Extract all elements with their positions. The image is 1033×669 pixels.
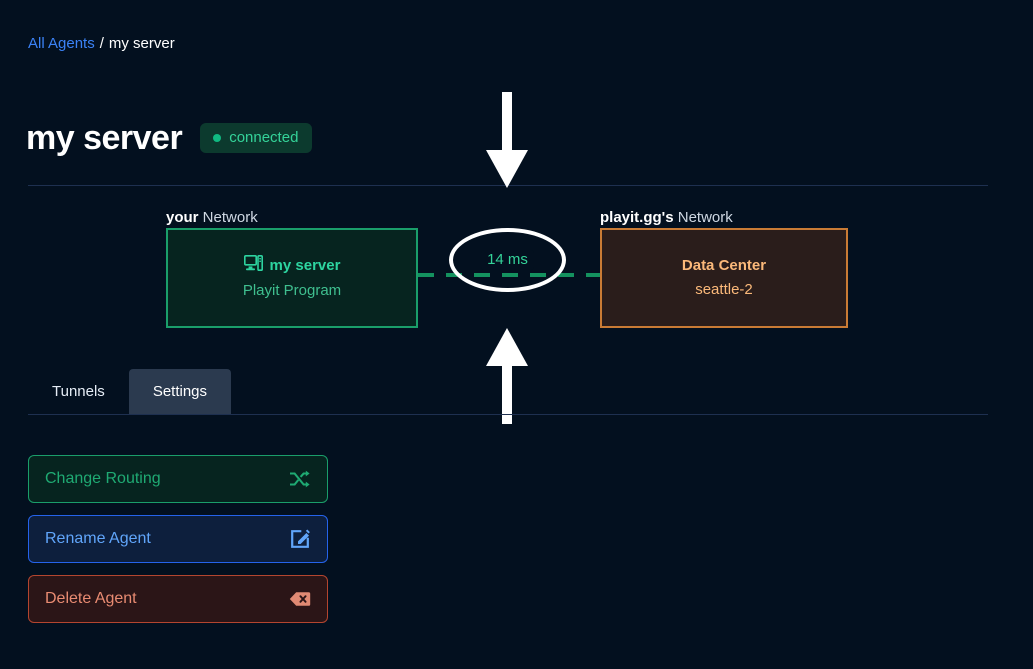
pencil-square-icon (289, 528, 311, 550)
delete-agent-button[interactable]: Delete Agent (28, 575, 328, 623)
right-network-label: playit.gg's Network (600, 208, 733, 228)
status-badge: connected (200, 123, 313, 153)
change-routing-button[interactable]: Change Routing (28, 455, 328, 503)
left-network-label-rest: Network (198, 209, 258, 226)
desktop-computer-icon (243, 255, 263, 277)
shuffle-icon (289, 468, 311, 490)
title-row: my server connected (26, 118, 313, 158)
your-network-box-sub: Playit Program (242, 282, 342, 299)
breadcrumb: All Agents / my server (28, 34, 175, 54)
your-network-box: my server Playit Program (166, 228, 418, 328)
backspace-delete-icon (289, 588, 311, 610)
breadcrumb-current: my server (108, 35, 175, 52)
arrow-up-icon (484, 326, 530, 424)
rename-agent-label: Rename Agent (45, 530, 151, 547)
tab-tunnels[interactable]: Tunnels (28, 369, 129, 415)
playit-network-box-sub: seattle-2 (695, 281, 753, 298)
breadcrumb-link-all-agents[interactable]: All Agents (28, 35, 95, 52)
playit-network-box: Data Center seattle-2 (600, 228, 848, 328)
left-network-label: your Network (166, 208, 258, 228)
breadcrumb-separator: / (99, 35, 104, 52)
status-dot-icon (213, 134, 222, 142)
tab-bar: Tunnels Settings (28, 369, 232, 415)
tab-settings[interactable]: Settings (128, 369, 232, 415)
rename-agent-button[interactable]: Rename Agent (28, 515, 328, 563)
change-routing-label: Change Routing (45, 470, 161, 487)
tabs-divider (28, 414, 988, 415)
latency-value: 14 ms (481, 250, 534, 270)
settings-actions: Change Routing Rename Agent Delete Agent (28, 455, 328, 623)
right-network-label-rest: Network (673, 209, 733, 226)
right-network-label-strong: playit.gg's (600, 209, 674, 226)
arrow-down-icon (484, 92, 530, 190)
your-network-box-title-row: my server (243, 255, 341, 277)
your-network-box-title: my server (269, 257, 341, 274)
latency-badge: 14 ms (449, 228, 566, 292)
left-network-label-strong: your (166, 209, 199, 226)
delete-agent-label: Delete Agent (45, 590, 137, 607)
status-badge-label: connected (229, 129, 299, 146)
playit-network-box-title: Data Center (681, 257, 767, 274)
page-title: my server (26, 119, 183, 157)
